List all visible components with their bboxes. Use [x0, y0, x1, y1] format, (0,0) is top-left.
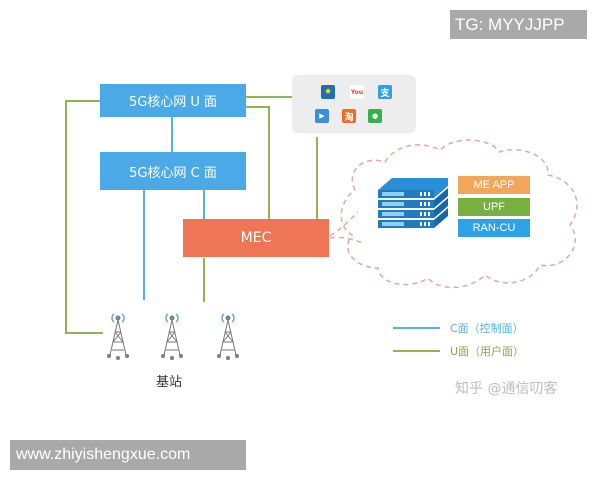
star-icon: ★ — [321, 85, 335, 99]
core-network-c-plane-box: 5G核心网 C 面 — [100, 152, 246, 190]
clapperboard-icon: ▶ — [315, 109, 329, 123]
base-station-tower-icon-2 — [161, 313, 183, 360]
u-line-core-to-mec — [246, 106, 270, 219]
tower-icons — [107, 313, 239, 360]
edge-cloud-outline — [340, 139, 578, 289]
watermark-telegram: TG: MYYJJPP — [450, 10, 587, 39]
mec-cloud-connector — [329, 211, 359, 237]
wechat-icon: ● — [368, 109, 382, 123]
legend-u-plane-label: U面（用户面） — [450, 345, 525, 358]
legend-c-plane-label: C面（控制面） — [450, 322, 524, 335]
base-station-label: 基站 — [156, 375, 183, 390]
u-line-core-to-tower1 — [65, 100, 103, 334]
stack-layer-me-app: ME APP — [458, 176, 530, 194]
mec-label: MEC — [240, 230, 272, 246]
base-station-tower-icon-3 — [217, 313, 239, 360]
watermark-zhihu: 知乎 @通信叨客 — [455, 381, 558, 397]
mec-cloud-connector-2 — [329, 236, 366, 245]
stack-layer-upf: UPF — [458, 198, 530, 216]
taobao-icon: 淘 — [342, 109, 356, 123]
stack-layer-ran-cu: RAN-CU — [458, 219, 530, 237]
core-c-label: 5G核心网 C 面 — [129, 165, 217, 181]
app-panel: ★ You 支 ▶ 淘 ● — [292, 75, 416, 133]
youtube-icon: You — [350, 85, 364, 99]
base-station-tower-icon-1 — [107, 313, 129, 360]
alipay-icon: 支 — [378, 85, 392, 99]
mec-box: MEC — [183, 219, 329, 257]
u-plane-lines — [65, 96, 318, 334]
watermark-url: www.zhiyishengxue.com — [10, 440, 246, 470]
core-u-label: 5G核心网 U 面 — [128, 95, 218, 110]
server-stack-icon — [378, 178, 448, 228]
core-network-u-plane-box: 5G核心网 U 面 — [100, 84, 246, 117]
c-plane-lines — [143, 117, 205, 300]
